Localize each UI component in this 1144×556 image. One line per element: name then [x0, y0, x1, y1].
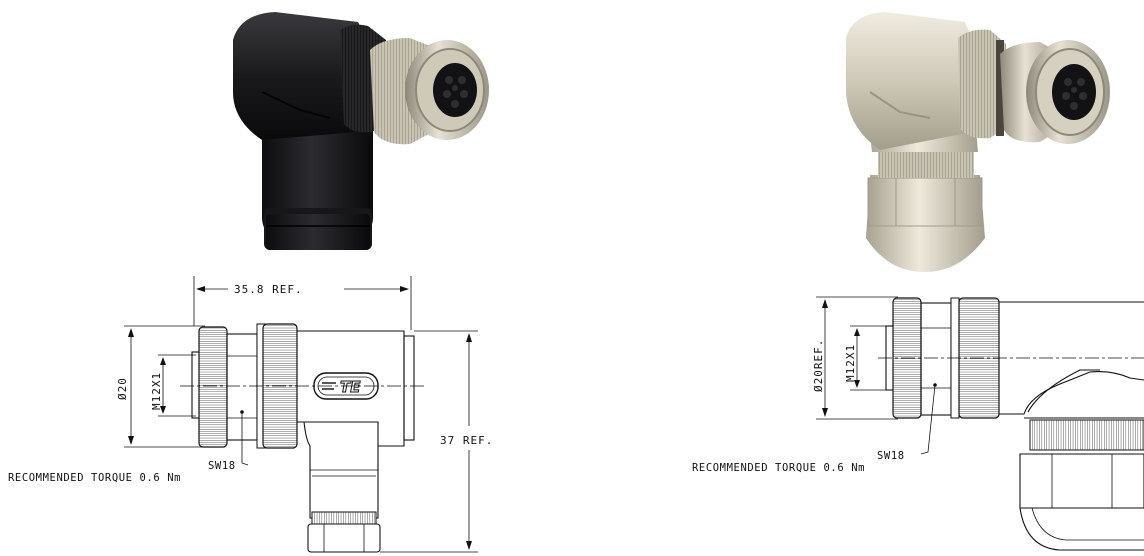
right-wrench-size: SW18: [877, 450, 905, 462]
right-torque-note: RECOMMENDED TORQUE 0.6 Nm: [692, 462, 865, 474]
left-width-dim: 35.8 REF.: [234, 283, 303, 296]
left-thread-dim: M12X1: [150, 372, 163, 410]
left-technical-drawing: 35.8 REF. Ø20 M12X1: [8, 276, 493, 553]
left-wrench-size: SW18: [208, 460, 236, 472]
left-torque-note: RECOMMENDED TORQUE 0.6 Nm: [8, 472, 181, 484]
left-diameter-dim: Ø20: [116, 377, 129, 400]
left-height-dim: 37 REF.: [440, 434, 493, 447]
right-diameter-dim: Ø20REF.: [812, 339, 825, 392]
right-technical-drawing: Ø20REF. M12X1: [692, 296, 1144, 551]
right-thread-dim: M12X1: [844, 344, 857, 382]
black-connector-photo: [232, 12, 489, 250]
nickel-connector-photo: [846, 12, 1110, 272]
te-logo-text: TE: [340, 378, 361, 396]
